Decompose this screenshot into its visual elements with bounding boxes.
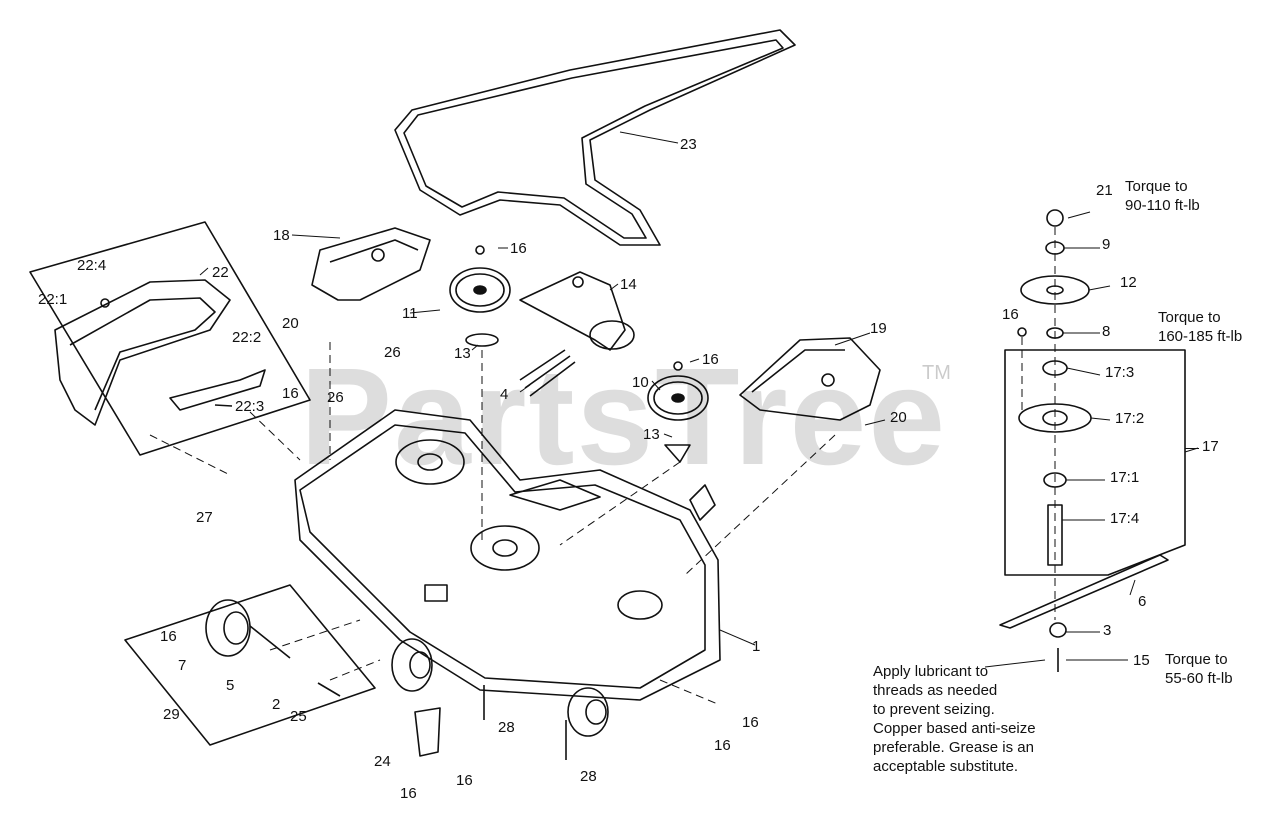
torque-note-17: Torque to 160-185 ft-lb — [1158, 308, 1242, 346]
callout-15: 15 — [1133, 652, 1150, 669]
watermark-trademark: TM — [922, 362, 951, 384]
callout-16-spindle: 16 — [1002, 306, 1019, 323]
callout-4: 4 — [500, 386, 509, 403]
idler-arm-assembly — [519, 271, 635, 351]
callout-23: 23 — [680, 136, 697, 153]
lubricant-note-line5: preferable. Grease is an — [873, 739, 1034, 756]
torque-note-15-line1: Torque to — [1165, 651, 1228, 668]
callout-2: 2 — [272, 696, 281, 713]
torque-note-17-line2: 160-185 ft-lb — [1158, 328, 1243, 345]
torque-note-21-line1: Torque to — [1125, 178, 1188, 195]
callout-8: 8 — [1102, 323, 1111, 340]
callout-28b: 28 — [580, 768, 597, 785]
callout-16-bracket-right: 16 — [456, 772, 473, 789]
lubricant-note-line3: to prevent seizing. — [873, 701, 995, 718]
mower-deck — [294, 409, 721, 701]
callout-16-deck-b: 16 — [742, 714, 759, 731]
drive-belt — [394, 29, 796, 246]
callout-1: 1 — [752, 638, 761, 655]
callout-26a: 26 — [384, 344, 401, 361]
wheel-kit-box — [124, 584, 376, 746]
leader-lines — [199, 131, 1199, 668]
spindle-kit-box — [1004, 349, 1186, 576]
callout-17: 17 — [1202, 438, 1219, 455]
lubricant-note-line6: acceptable substitute. — [873, 758, 1019, 775]
callout-12: 12 — [1120, 274, 1137, 291]
callout-27: 27 — [196, 509, 213, 526]
callout-20-left: 20 — [282, 315, 299, 332]
callout-16-wheel: 16 — [160, 628, 177, 645]
callout-13a: 13 — [454, 345, 471, 362]
callout-16-left: 16 — [282, 385, 299, 402]
callout-9: 9 — [1102, 236, 1111, 253]
callout-17-3: 17:3 — [1105, 364, 1135, 381]
idler-pulley-11 — [449, 245, 511, 313]
callout-7: 7 — [178, 657, 187, 674]
callout-11: 11 — [402, 305, 418, 322]
callout-17-4: 17:4 — [1110, 510, 1140, 527]
callout-13b: 13 — [643, 426, 660, 443]
callout-22-3: 22:3 — [235, 398, 265, 415]
callout-24: 24 — [374, 753, 391, 770]
callout-22: 22 — [212, 264, 229, 281]
callout-3: 3 — [1103, 622, 1112, 639]
idler-spring — [519, 349, 576, 397]
torque-note-21-line2: 90-110 ft-lb — [1125, 197, 1200, 214]
alignment-lines — [149, 227, 1056, 706]
caster-wheel-7 — [205, 599, 251, 657]
callout-29: 29 — [163, 706, 180, 723]
cone-washer-13a — [465, 333, 499, 347]
callout-20-right: 20 — [890, 409, 907, 426]
callout-19: 19 — [870, 320, 887, 337]
belt-cover-kit-box — [29, 221, 311, 456]
callout-17-1: 17:1 — [1110, 469, 1140, 486]
callout-21: 21 — [1096, 182, 1113, 199]
callout-16-pulley: 16 — [510, 240, 527, 257]
callout-22-4: 22:4 — [77, 257, 107, 274]
callout-16-bracket-left: 16 — [400, 785, 417, 802]
callout-16-deck-a: 16 — [714, 737, 731, 754]
callout-17-2: 17:2 — [1115, 410, 1145, 427]
gauge-wheel-bracket — [414, 707, 441, 757]
cone-washer-13b — [664, 444, 691, 463]
torque-note-15: Torque to 55-60 ft-lb — [1165, 650, 1233, 688]
callout-26b: 26 — [327, 389, 344, 406]
callout-5: 5 — [226, 677, 235, 694]
callout-14: 14 — [620, 276, 637, 293]
callout-16-right: 16 — [702, 351, 719, 368]
callout-22-2: 22:2 — [232, 329, 262, 346]
lubricant-note-line4: Copper based anti-seize — [873, 720, 1036, 737]
callout-22-1: 22:1 — [38, 291, 68, 308]
callout-18: 18 — [273, 227, 290, 244]
callout-25: 25 — [290, 708, 307, 725]
watermark-text: PartsTree — [300, 340, 948, 494]
belt-guard — [311, 227, 431, 301]
callout-28a: 28 — [498, 719, 515, 736]
callout-10: 10 — [632, 374, 649, 391]
callout-17-connector — [1185, 448, 1199, 449]
lubricant-note-line1: Apply lubricant to — [873, 663, 989, 680]
torque-note-21: Torque to 90-110 ft-lb — [1125, 177, 1200, 215]
torque-note-17-line1: Torque to — [1158, 309, 1221, 326]
lubricant-note: Apply lubricant to threads as needed to … — [873, 662, 1036, 776]
torque-note-15-line2: 55-60 ft-lb — [1165, 670, 1233, 687]
belt-cover-right — [739, 337, 881, 421]
lubricant-note-line2: threads as needed — [873, 682, 998, 699]
callout-6: 6 — [1138, 593, 1147, 610]
idler-pulley-10 — [647, 361, 709, 421]
gauge-wheel-rear — [567, 687, 609, 737]
gauge-wheel-front — [391, 638, 433, 692]
